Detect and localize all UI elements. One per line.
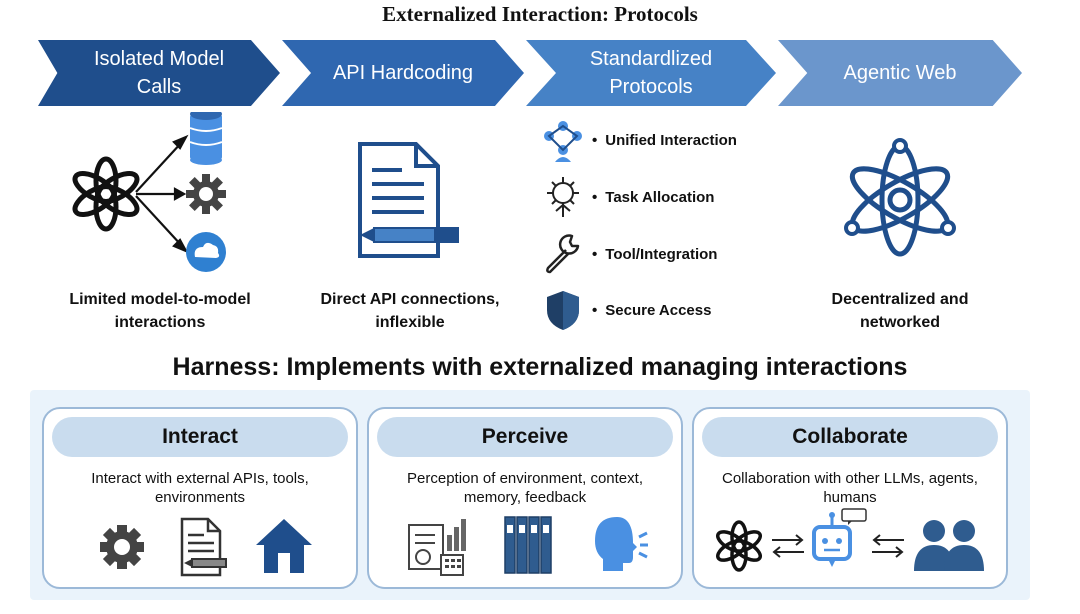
stage-chevron-agentic-web: Agentic Web (778, 40, 1022, 106)
stage-caption-isolated-model-calls: Limited model-to-model interactions (69, 291, 251, 331)
protocol-feature-label: Unified Interaction (592, 132, 737, 149)
shield-icon (542, 288, 584, 332)
document-pen-icon (358, 142, 459, 258)
gear-handshake-icon (542, 175, 584, 219)
protocol-feature-task-allocation: Task Allocation (542, 175, 802, 219)
card-title: Perceive (377, 417, 673, 457)
stage-chevron-standardized-protocols: Standardlized Protocols (526, 40, 776, 106)
openai-logo-icon (716, 520, 762, 572)
home-icon (256, 519, 312, 573)
protocol-feature-tool-integration: Tool/Integration (542, 232, 802, 276)
people-icon (914, 520, 984, 571)
wrench-icon (542, 232, 584, 276)
protocol-feature-label: Task Allocation (592, 189, 714, 206)
database-icon (189, 112, 223, 165)
stage-label: Isolated Model Calls (93, 48, 225, 98)
harness-card-collaborate: Collaborate Collaboration with other LLM… (692, 407, 1008, 589)
diagram-title: Externalized Interaction: Protocols (382, 2, 698, 26)
people-network-icon (542, 118, 584, 162)
isolated-model-calls-illustration (72, 112, 226, 272)
card-description: Perception of environment, context, memo… (407, 470, 643, 506)
exchange-arrows-icon (872, 534, 904, 558)
stage-chevron-api-hardcoding: API Hardcoding (282, 40, 524, 106)
stage-label: API Hardcoding (332, 62, 474, 84)
report-chart-icon (408, 519, 466, 576)
harness-card-interact: Interact Interact with external APIs, to… (42, 407, 358, 589)
cloud-icon (186, 232, 226, 272)
robot-agent-icon (812, 508, 867, 567)
binders-icon (504, 516, 552, 574)
gear-icon (186, 174, 226, 214)
protocol-feature-label: Secure Access (592, 302, 711, 319)
card-title: Collaborate (702, 417, 998, 457)
atom-network-icon (844, 138, 956, 257)
document-pen-icon (180, 517, 227, 577)
protocol-feature-secure-access: Secure Access (542, 288, 802, 332)
stage-label: Standardlized Protocols (589, 48, 713, 98)
arrows-icon (135, 134, 189, 254)
protocol-feature-unified-interaction: Unified Interaction (542, 118, 802, 162)
harness-title: Harness: Implements with externalized ma… (172, 353, 908, 381)
card-title: Interact (52, 417, 348, 457)
openai-logo-icon (72, 156, 140, 232)
protocol-feature-label: Tool/Integration (592, 246, 717, 263)
stage-label: Agentic Web (843, 62, 957, 84)
exchange-arrows-icon (772, 534, 804, 558)
harness-card-perceive: Perceive Perception of environment, cont… (367, 407, 683, 589)
card-description: Collaboration with other LLMs, agents, h… (722, 470, 978, 506)
speaking-head-icon (595, 517, 648, 571)
stage-caption-api-hardcoding: Direct API connections, inflexible (320, 291, 500, 331)
gear-icon (100, 525, 144, 569)
stage-chevron-isolated-model-calls: Isolated Model Calls (38, 40, 280, 106)
card-description: Interact with external APIs, tools, envi… (91, 470, 309, 506)
stage-caption-agentic-web: Decentralized and networked (831, 291, 969, 331)
